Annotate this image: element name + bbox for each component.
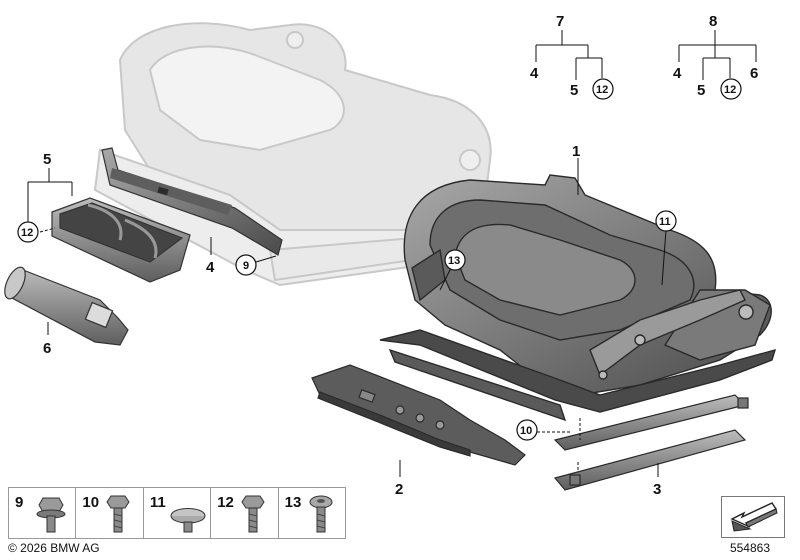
- callout-6-cylinder: 6: [43, 340, 51, 357]
- svg-text:9: 9: [243, 260, 249, 272]
- push-rivet-icon: [170, 508, 206, 533]
- svg-text:13: 13: [448, 255, 460, 267]
- circled-callout-11: 11: [655, 210, 677, 232]
- callout-5-tree8: 5: [697, 82, 705, 99]
- circled-callout-10: 10: [516, 419, 538, 441]
- callout-6-tree8: 6: [750, 65, 758, 82]
- arrow-down-left-icon: [730, 502, 778, 532]
- part-1-seat-frame: [379, 174, 777, 422]
- legend-number: 13: [284, 494, 302, 511]
- callout-5-housing: 5: [43, 151, 51, 168]
- part-4-side-rail: [101, 147, 283, 256]
- svg-text:10: 10: [520, 425, 532, 437]
- diagram-number: 554863: [729, 541, 770, 555]
- callout-4-tree7: 4: [530, 65, 539, 82]
- legend-item-12[interactable]: 12: [211, 488, 279, 538]
- legend-item-9[interactable]: 9: [9, 488, 77, 538]
- leader-lines: [27, 30, 757, 477]
- callout-2: 2: [395, 481, 403, 498]
- circled-callout-13: 13: [444, 249, 466, 271]
- part-6-cylinder: [4, 266, 129, 346]
- legend-item-10[interactable]: 10: [76, 488, 144, 538]
- hex-bolt-icon: [106, 495, 131, 533]
- hex-bolt-icon: [241, 495, 265, 533]
- legend-number: 9: [15, 494, 24, 511]
- callout-7: 7: [556, 13, 564, 30]
- callout-1: 1: [572, 143, 580, 160]
- svg-text:11: 11: [659, 216, 671, 228]
- circled-callout-12-tree7: 12: [592, 78, 614, 100]
- callout-8: 8: [709, 13, 717, 30]
- circled-callout-9: 9: [235, 254, 257, 276]
- callout-3: 3: [653, 481, 661, 498]
- torx-bolt-icon: [309, 495, 333, 533]
- legend-item-11[interactable]: 11: [144, 488, 212, 538]
- svg-text:12: 12: [596, 84, 608, 96]
- part-5-housing: [51, 197, 191, 283]
- flange-bolt-icon: [36, 497, 66, 533]
- ghost-seat-frame: [93, 22, 517, 287]
- legend-number: 11: [149, 494, 166, 511]
- copyright-text: © 2026 BMW AG: [8, 541, 100, 555]
- circled-callout-12-tree8: 12: [720, 78, 742, 100]
- svg-text:12: 12: [724, 84, 736, 96]
- legend-number: 12: [217, 494, 234, 511]
- part-2-carrier-plate: [311, 364, 526, 466]
- callout-4-rail: 4: [206, 259, 215, 276]
- callout-5-tree7: 5: [570, 82, 578, 99]
- callout-4-tree8: 4: [673, 65, 682, 82]
- legend-item-13[interactable]: 13: [279, 488, 345, 538]
- legend-number: 10: [82, 494, 100, 511]
- circled-callout-12-housing: 12: [17, 221, 39, 243]
- navigation-arrow-button[interactable]: [721, 496, 785, 538]
- part-3-rail: [553, 394, 749, 491]
- svg-text:12: 12: [21, 227, 33, 239]
- fastener-legend: 9 10 11 12: [8, 487, 346, 539]
